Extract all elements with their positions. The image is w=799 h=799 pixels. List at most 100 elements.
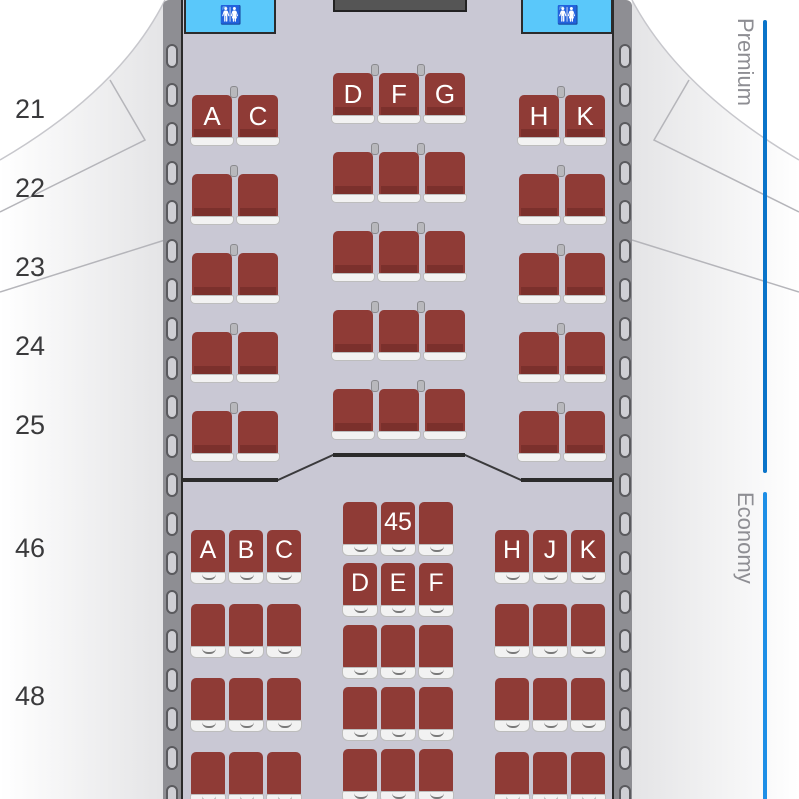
seat-25g[interactable] — [423, 386, 467, 440]
economy-seat-left[interactable] — [190, 604, 226, 658]
economy-seat-left[interactable] — [228, 678, 264, 732]
economy-seat-center[interactable] — [418, 625, 454, 679]
row-number-46: 46 — [14, 533, 46, 563]
seat-24f[interactable] — [377, 301, 425, 361]
economy-seat-left[interactable]: C — [266, 530, 302, 584]
seat-base — [342, 791, 378, 799]
seat-24d[interactable] — [331, 301, 379, 361]
economy-seat-right[interactable] — [570, 678, 606, 732]
seat-base — [228, 646, 264, 658]
seat-22h[interactable] — [517, 165, 565, 225]
economy-seat-right[interactable]: J — [532, 530, 568, 584]
seat-25a[interactable] — [190, 402, 238, 462]
economy-seat-center[interactable] — [342, 625, 378, 679]
seat-23g[interactable] — [423, 228, 467, 282]
seat-letter-label: C — [274, 536, 294, 564]
seat-22a[interactable] — [190, 165, 238, 225]
economy-seat-right[interactable] — [532, 752, 568, 799]
seat-25k[interactable] — [563, 408, 607, 462]
window-right — [619, 590, 631, 614]
economy-seat-center[interactable]: 45 — [380, 502, 416, 556]
economy-seat-center[interactable]: D — [342, 563, 378, 617]
restroom-icon: 🚻 — [219, 4, 242, 25]
seat-21d[interactable]: D — [331, 64, 379, 124]
seat-22f[interactable] — [377, 143, 425, 203]
seat-25h[interactable] — [517, 402, 565, 462]
seat-23d[interactable] — [331, 222, 379, 282]
seat-25d[interactable] — [331, 380, 379, 440]
economy-seat-left[interactable] — [190, 752, 226, 799]
seat-24k[interactable] — [563, 329, 607, 383]
window-right — [619, 668, 631, 692]
seat-21c[interactable]: C — [236, 92, 280, 146]
seat-21f[interactable]: F — [377, 64, 425, 124]
economy-seat-left[interactable]: B — [228, 530, 264, 584]
window-right — [619, 473, 631, 497]
seat-21k[interactable]: K — [563, 92, 607, 146]
economy-seat-right[interactable] — [570, 752, 606, 799]
window-left — [166, 785, 178, 799]
seat-letter-label: D — [350, 569, 370, 597]
window-left — [166, 161, 178, 185]
seat-25c[interactable] — [236, 408, 280, 462]
window-left — [166, 44, 178, 68]
seat-25f[interactable] — [377, 380, 425, 440]
seat-22k[interactable] — [563, 171, 607, 225]
seat-base — [563, 137, 607, 146]
seat-24g[interactable] — [423, 307, 467, 361]
economy-seat-center[interactable] — [380, 687, 416, 741]
economy-seat-center[interactable] — [418, 687, 454, 741]
seat-24a[interactable] — [190, 323, 238, 383]
economy-seat-center[interactable] — [418, 749, 454, 799]
seat-23a[interactable] — [190, 244, 238, 304]
seat-24c[interactable] — [236, 329, 280, 383]
seat-base — [494, 720, 530, 732]
seat-21a[interactable]: A — [190, 86, 238, 146]
seat-23h[interactable] — [517, 244, 565, 304]
economy-seat-right[interactable]: H — [494, 530, 530, 584]
seat-21g[interactable]: G — [423, 70, 467, 124]
economy-seat-left[interactable] — [266, 752, 302, 799]
seat-back — [191, 604, 225, 648]
economy-seat-center[interactable]: F — [418, 563, 454, 617]
economy-seat-left[interactable] — [228, 604, 264, 658]
seat-23k[interactable] — [563, 250, 607, 304]
window-left — [166, 200, 178, 224]
economy-seat-right[interactable] — [494, 752, 530, 799]
economy-seat-left[interactable] — [266, 604, 302, 658]
economy-seat-right[interactable] — [532, 678, 568, 732]
seat-23c[interactable] — [236, 250, 280, 304]
economy-seat-center[interactable] — [418, 502, 454, 556]
seat-23f[interactable] — [377, 222, 425, 282]
seat-24h[interactable] — [517, 323, 565, 383]
seat-back — [495, 678, 529, 722]
seat-back — [379, 310, 419, 354]
seat-back — [343, 687, 377, 731]
seat-22g[interactable] — [423, 149, 467, 203]
seat-back — [419, 687, 453, 731]
economy-seat-left[interactable]: A — [190, 530, 226, 584]
economy-seat-center[interactable] — [380, 749, 416, 799]
economy-seat-center[interactable] — [342, 687, 378, 741]
economy-seat-right[interactable] — [570, 604, 606, 658]
economy-seat-center[interactable] — [342, 749, 378, 799]
economy-seat-center[interactable]: E — [380, 563, 416, 617]
economy-seat-left[interactable] — [228, 752, 264, 799]
economy-seat-right[interactable] — [532, 604, 568, 658]
seat-back — [419, 563, 453, 607]
seat-base — [418, 667, 454, 679]
economy-seat-right[interactable] — [494, 604, 530, 658]
economy-seat-center[interactable] — [380, 625, 416, 679]
economy-seat-center[interactable] — [342, 502, 378, 556]
economy-seat-right[interactable] — [494, 678, 530, 732]
economy-seat-left[interactable] — [266, 678, 302, 732]
seat-base — [228, 794, 264, 799]
seat-21h[interactable]: H — [517, 86, 565, 146]
seat-22c[interactable] — [236, 171, 280, 225]
seat-base — [190, 216, 234, 225]
economy-seat-right[interactable]: K — [570, 530, 606, 584]
seat-base — [380, 791, 416, 799]
seat-22d[interactable] — [331, 143, 379, 203]
economy-seat-left[interactable] — [190, 678, 226, 732]
